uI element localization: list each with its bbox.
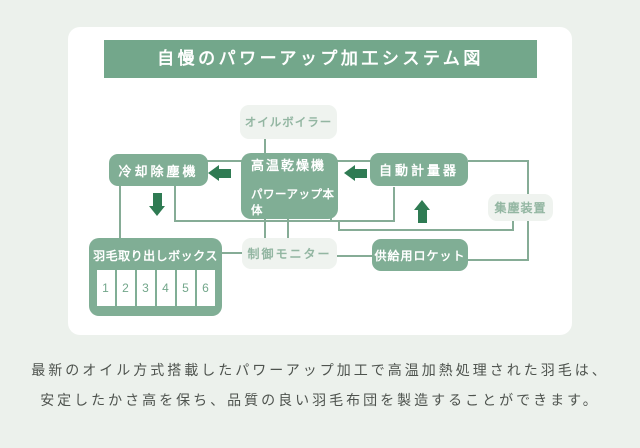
connector-dryer-meter: [337, 160, 371, 162]
diagram-title: 自慢のパワーアップ加工システム図: [104, 40, 537, 78]
connector-dryer-monitor-1: [264, 219, 266, 238]
slot-cell: 6: [196, 270, 215, 306]
slot-cell: 4: [156, 270, 175, 306]
node-supply-rocket: 供給用ロケット: [372, 239, 468, 271]
connector-bus-riser-left: [174, 186, 176, 222]
connector-cooling-dryer: [207, 160, 242, 162]
connector-bus-riser-right: [393, 187, 395, 222]
slot-cell: 5: [176, 270, 195, 306]
connector-monitor-rocket: [337, 255, 372, 257]
arrow-left-meter-to-dryer-icon: [344, 165, 367, 181]
connector-dust-branch-horizontal: [338, 229, 514, 231]
arrow-up-into-meter-icon: [414, 200, 430, 223]
connector-dryer-bus-riser: [330, 218, 332, 222]
node-supply-rocket-label: 供給用ロケット: [374, 248, 466, 263]
description-line-1: 最新のオイル方式搭載したパワーアップ加工で高温加熱処理された羽毛は、: [31, 362, 609, 378]
description-line-2: 安定したかさ高を保ち、品質の良い羽毛布団を製造することができます。: [40, 392, 600, 408]
connector-cooling-featherbox: [119, 186, 121, 238]
connector-oilboiler-dryer: [264, 139, 266, 153]
node-high-temp-dryer: 高温乾燥機 パワーアップ本体: [241, 153, 338, 219]
node-dryer-label-line1: 高温乾燥機: [251, 157, 327, 173]
connector-dust-branch-left-riser: [338, 221, 340, 231]
node-feather-outlet-box-label: 羽毛取り出しボックス: [93, 249, 218, 263]
slot-cell: 3: [136, 270, 155, 306]
node-feather-outlet-box: 羽毛取り出しボックス 1 2 3 4 5 6: [89, 238, 222, 316]
node-dust-collector-label: 集塵装置: [494, 201, 547, 215]
arrow-left-dryer-to-cooling-icon: [208, 165, 231, 181]
node-control-monitor-label: 制御モニター: [247, 247, 332, 261]
node-control-monitor: 制御モニター: [242, 238, 337, 269]
description-text: 最新のオイル方式搭載したパワーアップ加工で高温加熱処理された羽毛は、 安定したか…: [0, 355, 640, 415]
feather-box-slots: 1 2 3 4 5 6: [96, 270, 215, 306]
node-oil-boiler: オイルボイラー: [240, 105, 337, 139]
connector-bus-horizontal: [174, 220, 395, 222]
connector-dryer-monitor-2: [287, 219, 289, 238]
arrow-down-cooling-to-featherbox-icon: [149, 193, 165, 216]
node-cooling-deduster: 冷却除塵機: [109, 154, 208, 186]
slot-cell: 1: [96, 270, 115, 306]
node-oil-boiler-label: オイルボイラー: [244, 117, 333, 129]
node-cooling-deduster-label: 冷却除塵機: [118, 163, 199, 179]
node-dryer-label-line2: パワーアップ本体: [251, 188, 335, 217]
connector-right-rocket-horizontal: [468, 259, 529, 261]
connector-featherbox-monitor: [222, 252, 242, 254]
node-auto-meter: 自動計量器: [370, 153, 468, 186]
slot-cell: 2: [116, 270, 135, 306]
node-dust-collector: 集塵装置: [488, 194, 553, 221]
node-auto-meter-label: 自動計量器: [378, 163, 459, 178]
connector-dust-branch-right-riser: [512, 220, 514, 231]
connector-meter-right-horizontal: [468, 160, 529, 162]
